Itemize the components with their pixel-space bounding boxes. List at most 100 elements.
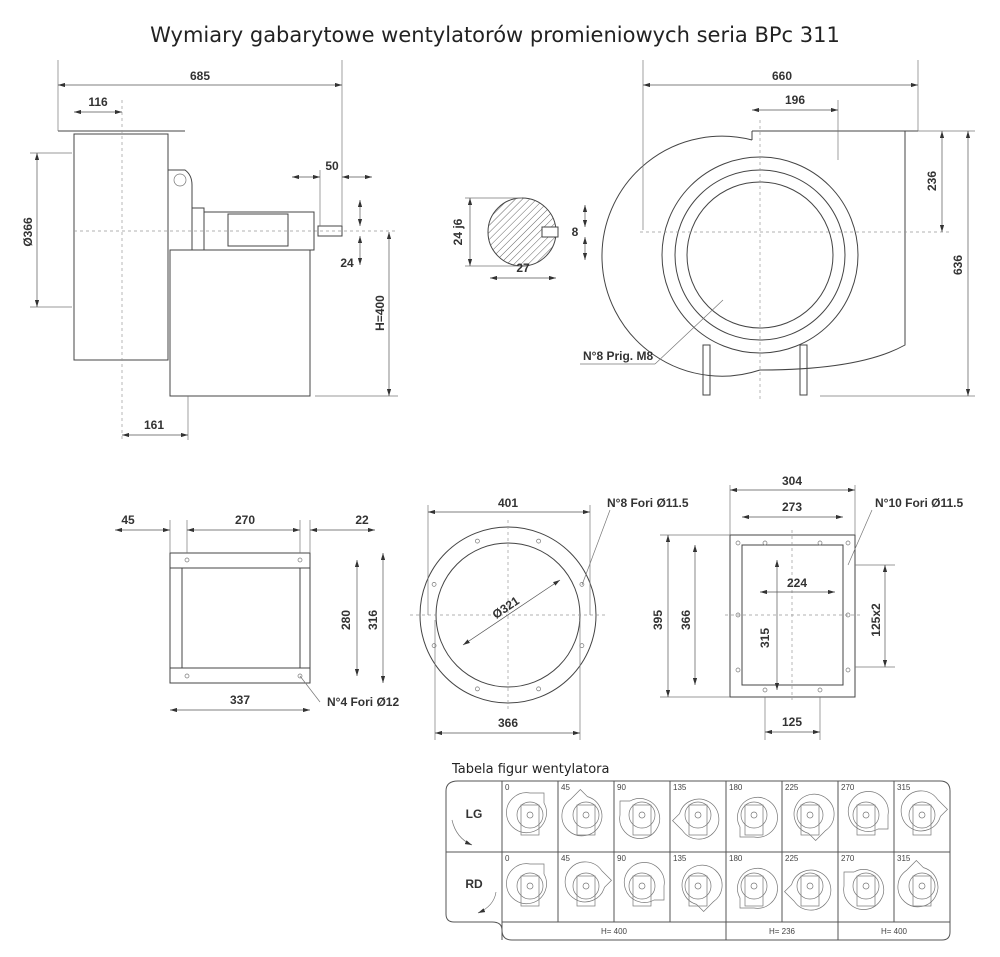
dim-315: 315 [758, 628, 772, 648]
fan-figure-rd-135 [681, 864, 723, 912]
bolt-hole [475, 538, 480, 544]
dim-22: 22 [355, 513, 369, 527]
footer-h400-b: H= 400 [881, 927, 908, 936]
bolt-hole [735, 540, 741, 546]
dim-280: 280 [339, 610, 353, 630]
dim-236: 236 [925, 171, 939, 191]
dim-inlet-diameter: Ø366 [21, 217, 35, 247]
bolt-hole [475, 686, 480, 692]
dim-8: 8 [572, 225, 579, 239]
dim-685: 685 [190, 69, 210, 83]
dim-116: 116 [88, 95, 108, 109]
fan-figure-lg-135 [672, 798, 720, 840]
row-label-lg: LG [466, 807, 483, 821]
dim-125: 125 [782, 715, 802, 729]
angle-label: 180 [729, 854, 743, 863]
dim-273: 273 [782, 500, 802, 514]
rotation-left-arrow-icon [451, 819, 473, 846]
fan-figure-rd-180 [737, 867, 778, 909]
fan-figure-rd-90 [623, 862, 665, 907]
side-view: 685 116 Ø366 50 24 H=400 161 [21, 60, 398, 440]
fan-figure-rd-270 [843, 869, 885, 910]
bolt-hole [579, 582, 585, 587]
bolt-hole [817, 687, 823, 693]
bolt-hole [845, 667, 851, 673]
fan-figure-rd-0 [506, 863, 547, 907]
holes-note-fori-12: N°4 Fori Ø12 [327, 695, 399, 709]
bolt-hole [536, 686, 541, 692]
dim-224: 224 [787, 576, 807, 590]
bolt-hole [536, 538, 541, 544]
fan-figure-rd-45 [564, 861, 612, 907]
angle-label: 0 [505, 783, 510, 792]
dim-bolt-circle: Ø321 [490, 593, 522, 621]
bolt-hole [735, 612, 741, 618]
holes-note-inlet: N°8 Fori Ø11.5 [607, 496, 689, 510]
dim-196: 196 [785, 93, 805, 107]
holes-note-outlet: N°10 Fori Ø11.5 [875, 496, 963, 510]
angle-label: 315 [897, 783, 911, 792]
dim-270: 270 [235, 513, 255, 527]
fan-figure-lg-180 [737, 796, 778, 838]
dim-shaft-diameter: 24 j6 [451, 218, 465, 245]
inlet-flange-view: 401 Ø321 366 N°8 Fori Ø11.5 [410, 496, 689, 740]
dim-24: 24 [340, 256, 354, 270]
angle-label: 225 [785, 783, 799, 792]
dim-161: 161 [144, 418, 164, 432]
fan-figure-lg-225 [793, 793, 835, 841]
angle-label: 315 [897, 854, 911, 863]
page-title: Wymiary gabarytowe wentylatorów promieni… [150, 23, 840, 47]
holes-note-m8: N°8 Prig. M8 [583, 349, 653, 363]
dim-395: 395 [651, 610, 665, 630]
dim-401: 401 [498, 496, 518, 510]
fan-figure-rd-315 [897, 860, 939, 908]
angle-label: 270 [841, 783, 855, 792]
fan-figure-lg-270 [847, 791, 889, 836]
angle-label: 90 [617, 783, 626, 792]
rotation-right-arrow-icon [477, 891, 497, 914]
angle-label: 180 [729, 783, 743, 792]
dim-45: 45 [121, 513, 135, 527]
bolt-hole [845, 612, 851, 618]
dim-304: 304 [782, 474, 802, 488]
dim-height: H=400 [373, 295, 387, 331]
fan-figure-lg-0 [506, 792, 547, 836]
angle-label: 135 [673, 783, 687, 792]
fan-figure-lg-315 [900, 790, 948, 836]
dim-366: 366 [498, 716, 518, 730]
bolt-hole [579, 643, 585, 648]
dim-125x2: 125x2 [869, 603, 883, 637]
bolt-hole [845, 540, 851, 546]
fan-figure-lg-45 [561, 789, 603, 837]
bolt-hole [762, 687, 768, 693]
bolt-hole [762, 540, 768, 546]
dim-50: 50 [325, 159, 339, 173]
dim-316: 316 [366, 610, 380, 630]
dim-337: 337 [230, 693, 250, 707]
row-label-rd: RD [465, 877, 483, 891]
outlet-flange-view: 304 273 224 395 366 315 125x2 125 N°10 F… [651, 474, 963, 740]
angle-label: 270 [841, 854, 855, 863]
shaft-section: 24 j6 27 8 [451, 197, 588, 281]
figure-table: Tabela figur wentylatora 004545909013513… [445, 762, 951, 941]
bolt-hole [735, 667, 741, 673]
fan-figure-rd-225 [784, 869, 832, 911]
bolt-hole [817, 540, 823, 546]
dim-366b: 366 [679, 610, 693, 630]
front-view: 660 196 236 636 N°8 Prig. M8 [580, 60, 975, 400]
angle-label: 135 [673, 854, 687, 863]
bolt-hole [431, 582, 437, 587]
angle-label: 90 [617, 854, 626, 863]
table-title: Tabela figur wentylatora [451, 762, 609, 777]
angle-label: 225 [785, 854, 799, 863]
dim-660: 660 [772, 69, 792, 83]
angle-label: 45 [561, 854, 570, 863]
bolt-hole [431, 643, 437, 648]
fan-figure-lg-90 [619, 798, 661, 839]
dim-27: 27 [516, 261, 530, 275]
angle-label: 45 [561, 783, 570, 792]
footer-h236: H= 236 [769, 927, 796, 936]
footer-h400-a: H= 400 [601, 927, 628, 936]
outlet-side-view: 45 270 22 280 316 337 N°4 Fori Ø12 [115, 513, 399, 713]
